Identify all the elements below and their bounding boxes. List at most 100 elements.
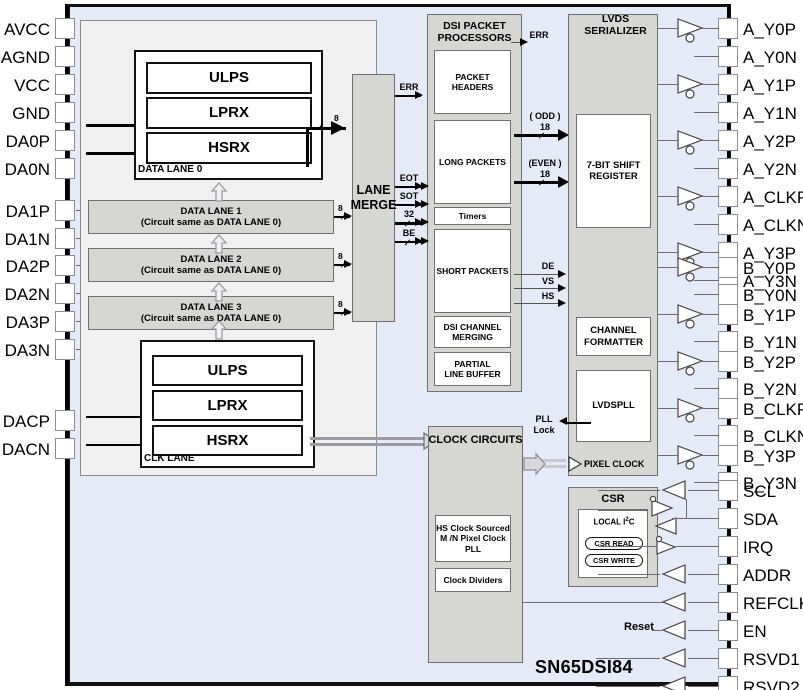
pin-pad-a_y0n[interactable] <box>718 46 738 67</box>
pin-pad-sda[interactable] <box>718 508 738 529</box>
wire-lanemerge-err <box>395 95 421 97</box>
pin-pad-refclk[interactable] <box>718 592 738 613</box>
pin-pad-b_y0p[interactable] <box>718 257 738 278</box>
pin-label-agnd: AGND <box>0 48 50 67</box>
pin-pad-a_y2p[interactable] <box>718 130 738 151</box>
dpp-block-2: Timers <box>434 207 511 225</box>
wire-lane0-bus-riser <box>306 127 309 167</box>
pin-pad-b_y1p[interactable] <box>718 304 738 325</box>
dpp-block-label-1: LONG PACKETS <box>439 156 506 167</box>
lane0-lprx-label: LPRX <box>208 104 249 121</box>
wire-refclk-pad <box>688 602 719 604</box>
pin-label-a_y3p: A_Y3P <box>743 244 796 263</box>
lvdspll-label: LVDSPLL <box>592 400 635 412</box>
pin-pad-scl[interactable] <box>718 480 738 501</box>
pin-pad-da2p[interactable] <box>55 255 75 276</box>
lane-merge-block: LANE MERGE <box>351 74 396 322</box>
wire-pll-lock <box>565 422 591 424</box>
label-dpp-out-5: HS <box>541 291 555 301</box>
label-dpp-out-2: (EVEN ) <box>528 158 562 168</box>
pin-pad-en[interactable] <box>718 620 738 641</box>
pin-pad-b_clkp[interactable] <box>718 398 738 419</box>
pin-pad-b_clkn[interactable] <box>718 425 738 446</box>
pin-pad-irq[interactable] <box>718 536 738 557</box>
pin-pad-a_clkn[interactable] <box>718 214 738 235</box>
wire-lvds-in-a_y3p <box>658 252 678 254</box>
pin-pad-dacn[interactable] <box>55 438 75 459</box>
wire-lvds-in-b_y2p <box>658 361 678 363</box>
lvds-inverter-bubble-b_y0p <box>685 272 695 282</box>
pin-pad-rsvd2[interactable] <box>718 676 738 690</box>
csr-write-button[interactable]: CSR WRITE <box>585 554 643 567</box>
pin-pad-b_y0n[interactable] <box>718 284 738 305</box>
wire-lanemerge-sot <box>395 204 421 206</box>
pin-pad-da1n[interactable] <box>55 228 75 249</box>
wire-dacp <box>86 416 140 418</box>
pin-pad-b_y1n[interactable] <box>718 331 738 352</box>
wire-csr-irq <box>598 546 656 548</box>
wire-lvds-out-n-b_y2p <box>694 388 719 390</box>
pin-label-rsvd1: RSVD1 <box>743 650 800 669</box>
pin-pad-a_y1n[interactable] <box>718 102 738 123</box>
wire-lvds-out-n-a_y0p <box>694 56 719 58</box>
label-dpp-out-0: ERR <box>529 30 549 40</box>
pin-pad-da2n[interactable] <box>55 283 75 304</box>
dpp-block-label-0: PACKET HEADERS <box>451 71 494 92</box>
pin-label-b_y0n: B_Y0N <box>743 286 797 305</box>
pin-label-b_y0p: B_Y0P <box>743 259 796 278</box>
pin-pad-addr[interactable] <box>718 564 738 585</box>
shift-register-label: 7-BIT SHIFT REGISTER <box>586 159 641 182</box>
pin-pad-avcc[interactable] <box>55 18 75 39</box>
wire-da0n <box>86 152 134 155</box>
arrow-dpp-out-3 <box>558 270 566 278</box>
pin-pad-a_y2n[interactable] <box>718 158 738 179</box>
wire-lvds-out-p-a_y1p <box>700 84 719 86</box>
lvds-inverter-bubble-b_y1p <box>685 319 695 329</box>
pin-pad-da0p[interactable] <box>55 130 75 151</box>
pin-pad-a_y0p[interactable] <box>718 18 738 39</box>
pin-pad-vcc[interactable] <box>55 74 75 95</box>
hs-clock-pll-box: HS Clock Sourced M /N Pixel Clock PLL <box>435 515 511 562</box>
csr-read-button[interactable]: CSR READ <box>585 537 643 550</box>
wire-refclk-in <box>523 602 660 604</box>
dpp-block-4: DSI CHANNEL MERGING <box>434 316 511 348</box>
pin-pad-b_y2n[interactable] <box>718 378 738 399</box>
pin-pad-da3p[interactable] <box>55 311 75 332</box>
arrow-dpp-in-0 <box>421 182 429 190</box>
lane0-bus-width: 8 <box>334 113 339 123</box>
lvds-buffer-inv-b_y1p <box>676 325 716 329</box>
label-lanemerge-be: BE <box>402 228 416 238</box>
lvds-buffer-inv-b_y3p <box>676 466 716 470</box>
wire-lvds-out-p-a_y3p <box>700 252 719 254</box>
pin-pad-agnd[interactable] <box>55 46 75 67</box>
pin-pad-rsvd1[interactable] <box>718 648 738 669</box>
arrow-dpp-in-1 <box>421 200 429 208</box>
pin-pad-gnd[interactable] <box>55 102 75 123</box>
wire-lvds-out-n-b_clkp <box>694 435 719 437</box>
clklane-ulps-box: ULPS <box>152 355 303 386</box>
arrow-dpp-in-2 <box>421 218 429 226</box>
pin-pad-da3n[interactable] <box>55 339 75 360</box>
label-lanemerge-sot: SOT <box>399 191 419 201</box>
pin-pad-da1p[interactable] <box>55 200 75 221</box>
pin-pad-a_y1p[interactable] <box>718 74 738 95</box>
lvds-buffer-inv-a_y0p <box>676 40 716 44</box>
arrow-lanemerge-32 <box>415 218 423 226</box>
arrow-dpp-out-5 <box>558 299 566 307</box>
arrow-lane2-bus <box>344 260 352 268</box>
wire-irq-pad <box>676 546 719 548</box>
pin-pad-a_clkp[interactable] <box>718 186 738 207</box>
clklane-hsrx-label: HSRX <box>206 431 249 449</box>
wire-sda-riser <box>686 499 688 519</box>
pin-pad-da0n[interactable] <box>55 158 75 179</box>
clklane-ulps-label: ULPS <box>207 361 248 379</box>
pin-pad-b_y3p[interactable] <box>718 445 738 466</box>
pin-pad-dacp[interactable] <box>55 410 75 431</box>
irq-output-buffer <box>655 535 677 555</box>
pin-pad-b_y2p[interactable] <box>718 351 738 372</box>
arrow-dpp-out-0 <box>520 38 528 46</box>
pin-label-da3n: DA3N <box>4 341 50 360</box>
pin-label-b_y1n: B_Y1N <box>743 333 797 352</box>
lane0-ulps-label: ULPS <box>208 69 249 86</box>
sda-output-buffer <box>649 495 677 535</box>
